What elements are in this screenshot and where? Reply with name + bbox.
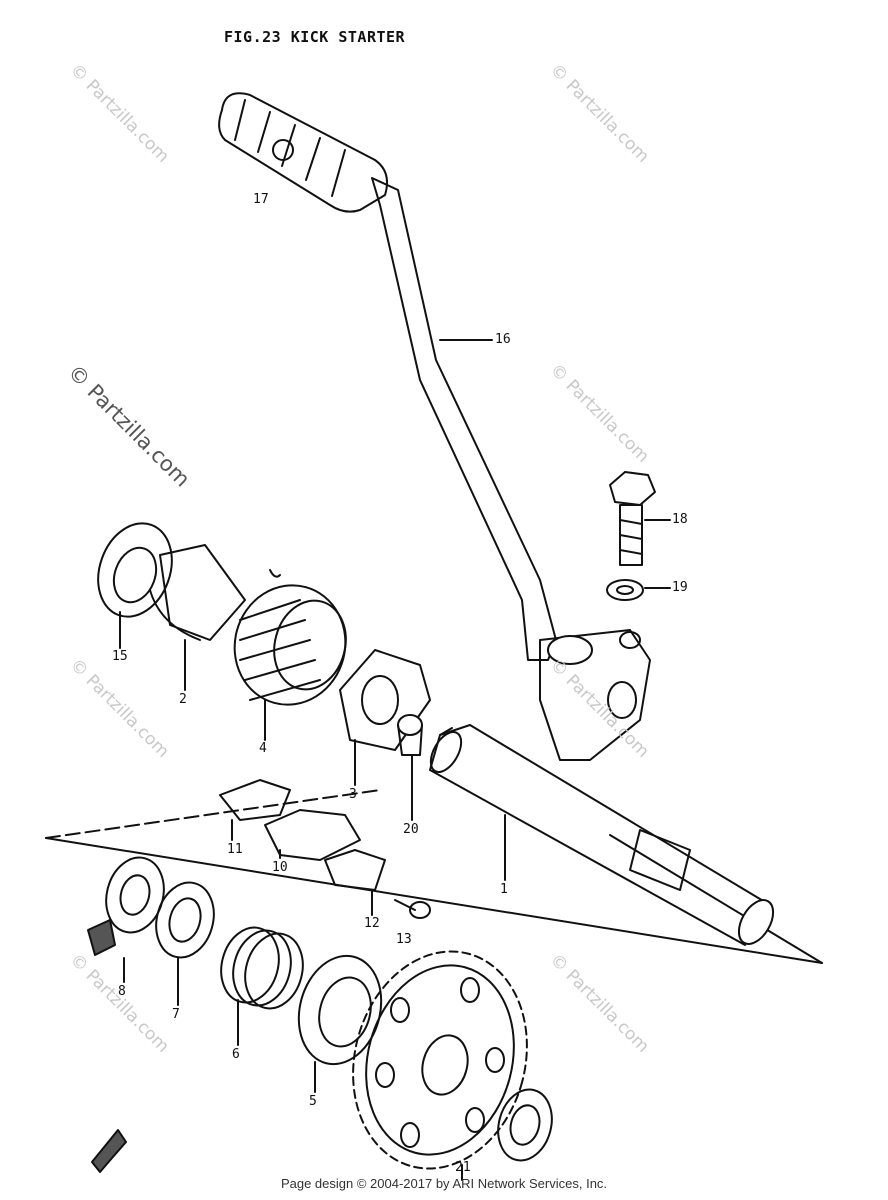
- stopper-plate: [339, 649, 431, 751]
- guide-plates: [219, 779, 386, 891]
- pin: [397, 714, 423, 756]
- pinch-bolt: [609, 471, 656, 566]
- coil-spring-6: [220, 926, 304, 1010]
- washer-end: [497, 1088, 553, 1162]
- callout-6: 6: [232, 1047, 240, 1062]
- washer-7: [155, 881, 215, 959]
- callout-12: 12: [364, 916, 380, 931]
- leader-lines: [119, 339, 671, 1181]
- callout-15: 15: [112, 649, 128, 664]
- bolt-washer: [606, 579, 644, 601]
- callout-1: 1: [500, 882, 508, 897]
- callout-2: 2: [179, 692, 187, 707]
- oil-seal: [97, 522, 173, 618]
- callout-3: 3: [349, 787, 357, 802]
- callout-21: 21: [455, 1160, 471, 1175]
- spring-guide: [149, 544, 246, 641]
- callout-17: 17: [253, 192, 269, 207]
- callout-16: 16: [495, 332, 511, 347]
- lever-grip: [218, 92, 388, 213]
- callout-5: 5: [309, 1094, 317, 1109]
- callout-10: 10: [272, 860, 288, 875]
- callout-18: 18: [672, 512, 688, 527]
- callout-20: 20: [403, 822, 419, 837]
- guide-lines: [45, 789, 823, 964]
- callout-19: 19: [672, 580, 688, 595]
- kick-shaft: [429, 724, 775, 946]
- kick-lever: [371, 177, 651, 761]
- figure-title: FIG.23 KICK STARTER: [224, 28, 406, 46]
- callout-13: 13: [396, 932, 412, 947]
- kick-gear: [352, 950, 528, 1170]
- page-footer: Page design © 2004-2017 by ARI Network S…: [280, 1176, 608, 1191]
- return-spring: [233, 569, 347, 706]
- callout-7: 7: [172, 1007, 180, 1022]
- callout-4: 4: [259, 741, 267, 756]
- screw: [394, 899, 431, 919]
- fwd-arrow-icon: [91, 1129, 127, 1173]
- callout-8: 8: [118, 984, 126, 999]
- callout-11: 11: [227, 842, 243, 857]
